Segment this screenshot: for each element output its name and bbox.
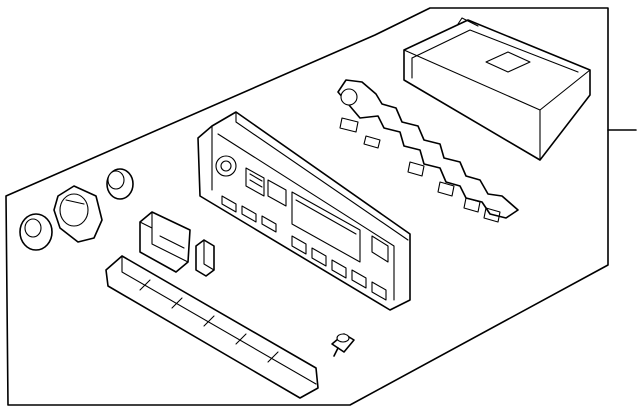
assembly-boundary	[5, 7, 609, 406]
knob-ring	[19, 213, 53, 251]
switch-button-strip	[105, 255, 319, 399]
small-button	[195, 239, 215, 277]
control-knob	[53, 185, 103, 243]
control-module	[403, 17, 591, 161]
bulb	[331, 333, 355, 357]
climate-control-panel	[197, 111, 411, 311]
mounting-bracket	[337, 79, 519, 223]
knob-small	[106, 168, 134, 200]
push-button-cap	[139, 211, 191, 273]
